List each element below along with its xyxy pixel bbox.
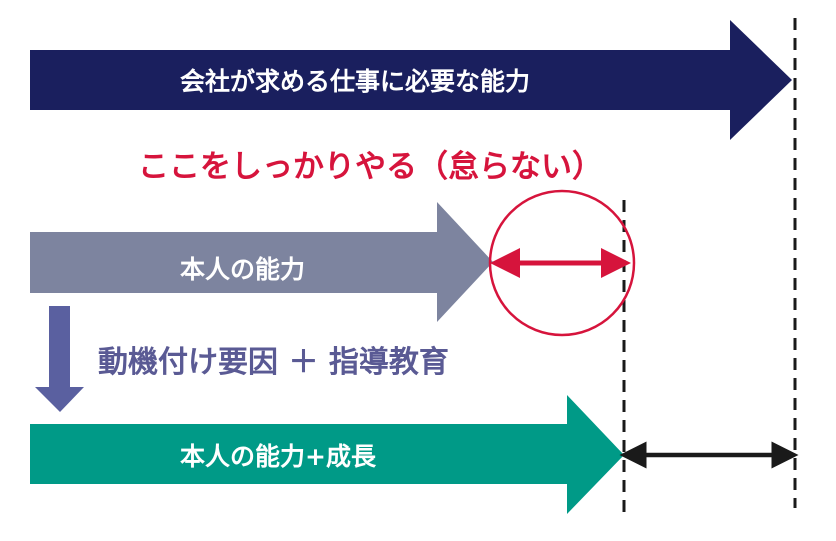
development-down-arrow bbox=[35, 306, 84, 412]
development-method-label: 動機付け要因 ＋ 指導教育 bbox=[98, 345, 449, 380]
required-ability-arrow bbox=[30, 20, 792, 140]
required-ability-label: 会社が求める仕事に必要な能力 bbox=[180, 67, 531, 96]
ability-growth-arrow bbox=[30, 395, 624, 514]
personal-ability-label: 本人の能力 bbox=[180, 255, 306, 284]
ability-growth-label: 本人の能力+成長 bbox=[180, 442, 376, 471]
personal-ability-arrow bbox=[30, 202, 493, 322]
focus-note-label: ここをしっかりやる（怠らない） bbox=[138, 149, 603, 185]
